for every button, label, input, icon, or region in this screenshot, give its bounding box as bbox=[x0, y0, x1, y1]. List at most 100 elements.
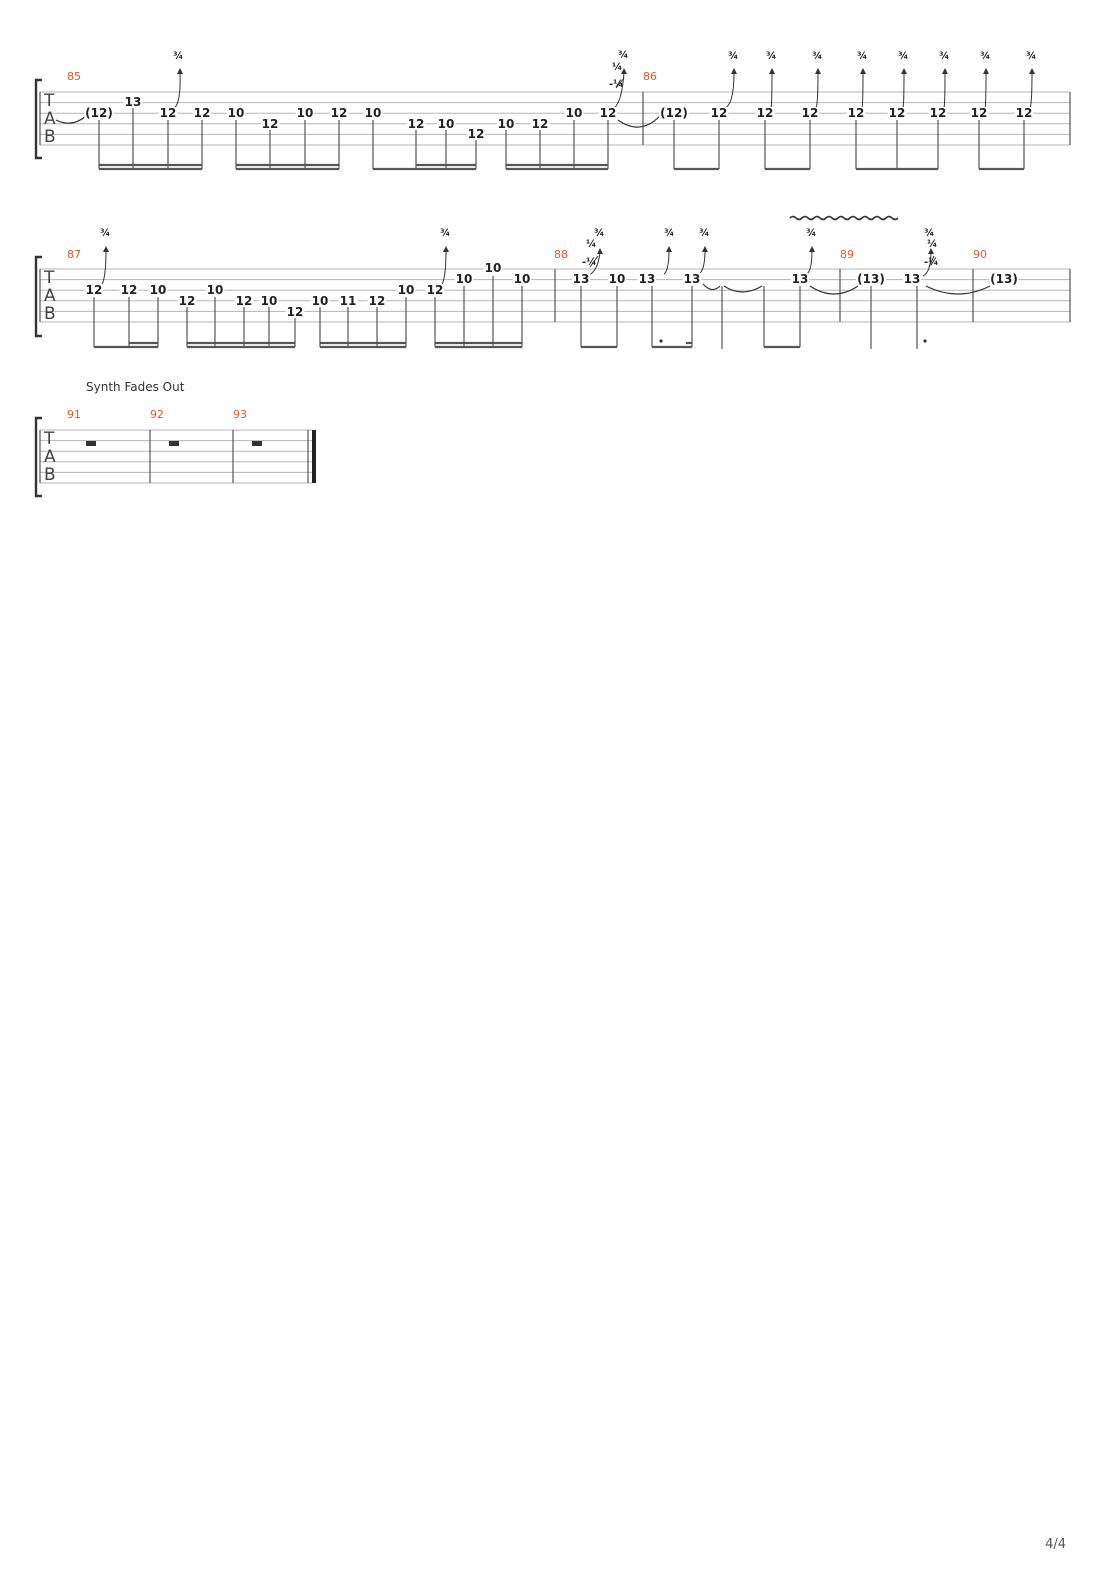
svg-text:¾: ¾ bbox=[728, 51, 738, 62]
tab-clef-a: A bbox=[44, 109, 56, 129]
fret-number-background bbox=[496, 118, 516, 130]
fret-number-background bbox=[123, 96, 143, 108]
tab-clef-t: T bbox=[43, 268, 55, 288]
tie bbox=[925, 285, 991, 295]
fret-number: 12 bbox=[121, 283, 138, 297]
measure-number: 87 bbox=[67, 248, 81, 261]
tab-clef-b: B bbox=[44, 465, 56, 485]
fret-number-background bbox=[338, 295, 358, 307]
fret-number-background bbox=[425, 284, 445, 296]
fret-number-background bbox=[969, 107, 989, 119]
svg-text:¾: ¾ bbox=[806, 228, 816, 239]
vibrato-marking bbox=[789, 215, 899, 221]
tie bbox=[702, 283, 721, 291]
fret-number-background bbox=[483, 262, 503, 274]
fret-number: 12 bbox=[86, 283, 103, 297]
fret-number: 12 bbox=[160, 106, 177, 120]
svg-text:¾: ¾ bbox=[664, 228, 674, 239]
fret-number-background bbox=[310, 295, 330, 307]
fret-number: 12 bbox=[369, 294, 386, 308]
fret-number-background bbox=[928, 107, 948, 119]
fret-number-background bbox=[454, 273, 474, 285]
tie bbox=[617, 115, 661, 128]
tab-system: Synth Fades Out T A B 91 92 93 bbox=[34, 380, 316, 498]
svg-text:¼: ¼ bbox=[586, 238, 596, 250]
fret-number: 12 bbox=[427, 283, 444, 297]
whole-rest bbox=[252, 441, 262, 446]
measure-number: 89 bbox=[840, 248, 854, 261]
fret-number-background bbox=[177, 295, 197, 307]
tab-clef-a: A bbox=[44, 286, 56, 306]
fret-number: 10 bbox=[566, 106, 583, 120]
svg-text:¾: ¾ bbox=[766, 51, 776, 62]
fret-number: 13 bbox=[684, 272, 701, 286]
fret-number-background bbox=[205, 284, 225, 296]
whole-rest bbox=[86, 441, 96, 446]
fret-number: 10 bbox=[485, 261, 502, 275]
svg-text:-¼: -¼ bbox=[582, 256, 597, 268]
fret-number-background bbox=[84, 107, 114, 119]
fret-number-background bbox=[659, 107, 689, 119]
fret-number: (12) bbox=[85, 106, 113, 120]
fret-number-background bbox=[396, 284, 416, 296]
fret-number-background bbox=[790, 273, 810, 285]
fret-number-background bbox=[564, 107, 584, 119]
fret-number-background bbox=[192, 107, 212, 119]
fret-number: 12 bbox=[711, 106, 728, 120]
fret-number-background bbox=[436, 118, 456, 130]
tab-system: T A B 87 88 89 90 bbox=[34, 215, 1071, 349]
fret-number-background bbox=[598, 107, 618, 119]
fret-number-background bbox=[637, 273, 657, 285]
fret-number-background bbox=[607, 273, 627, 285]
fret-number: 12 bbox=[194, 106, 211, 120]
tab-clef-t: T bbox=[43, 429, 55, 449]
fret-number: (13) bbox=[857, 272, 885, 286]
fret-number: 12 bbox=[236, 294, 253, 308]
fret-number: 12 bbox=[179, 294, 196, 308]
tab-clef-t: T bbox=[43, 91, 55, 111]
fret-number-background bbox=[902, 273, 922, 285]
final-barline bbox=[312, 430, 316, 483]
page-number: 4/4 bbox=[1045, 1537, 1066, 1552]
fret-number: 13 bbox=[125, 95, 142, 109]
fret-number-background bbox=[367, 295, 387, 307]
svg-text:¾: ¾ bbox=[898, 51, 908, 62]
measure-number: 93 bbox=[233, 408, 247, 421]
svg-text:¾: ¾ bbox=[173, 51, 183, 62]
svg-text:¾: ¾ bbox=[980, 51, 990, 62]
fret-number-background bbox=[800, 107, 820, 119]
fret-number-background bbox=[530, 118, 550, 130]
fret-number: 12 bbox=[331, 106, 348, 120]
svg-text:¼: ¼ bbox=[612, 61, 622, 73]
fret-number: 12 bbox=[532, 117, 549, 131]
svg-text:¾: ¾ bbox=[812, 51, 822, 62]
rhythm-stems bbox=[93, 276, 927, 349]
fret-number: 10 bbox=[228, 106, 245, 120]
fret-number-background bbox=[226, 107, 246, 119]
fret-number: 10 bbox=[312, 294, 329, 308]
measure-number: 86 bbox=[643, 70, 657, 83]
tie bbox=[55, 115, 87, 124]
fret-number: 12 bbox=[1016, 106, 1033, 120]
fret-number-background bbox=[363, 107, 383, 119]
rhythm-stems bbox=[98, 108, 1025, 171]
fret-number: 12 bbox=[848, 106, 865, 120]
fret-number: (13) bbox=[990, 272, 1018, 286]
fret-number-background bbox=[709, 107, 729, 119]
tie bbox=[723, 285, 763, 293]
fret-number-background bbox=[989, 273, 1019, 285]
fret-number-background bbox=[755, 107, 775, 119]
fret-number: 12 bbox=[262, 117, 279, 131]
measure-number: 88 bbox=[554, 248, 568, 261]
fret-number-background bbox=[846, 107, 866, 119]
system-bracket bbox=[34, 416, 42, 498]
svg-text:¾: ¾ bbox=[618, 50, 628, 61]
tab-clef-a: A bbox=[44, 447, 56, 467]
fret-number-background bbox=[1014, 107, 1034, 119]
fret-number-background bbox=[887, 107, 907, 119]
fret-number: 13 bbox=[639, 272, 656, 286]
fret-number: 12 bbox=[971, 106, 988, 120]
fret-number: 10 bbox=[365, 106, 382, 120]
svg-text:¾: ¾ bbox=[857, 51, 867, 62]
fret-number-background bbox=[295, 107, 315, 119]
